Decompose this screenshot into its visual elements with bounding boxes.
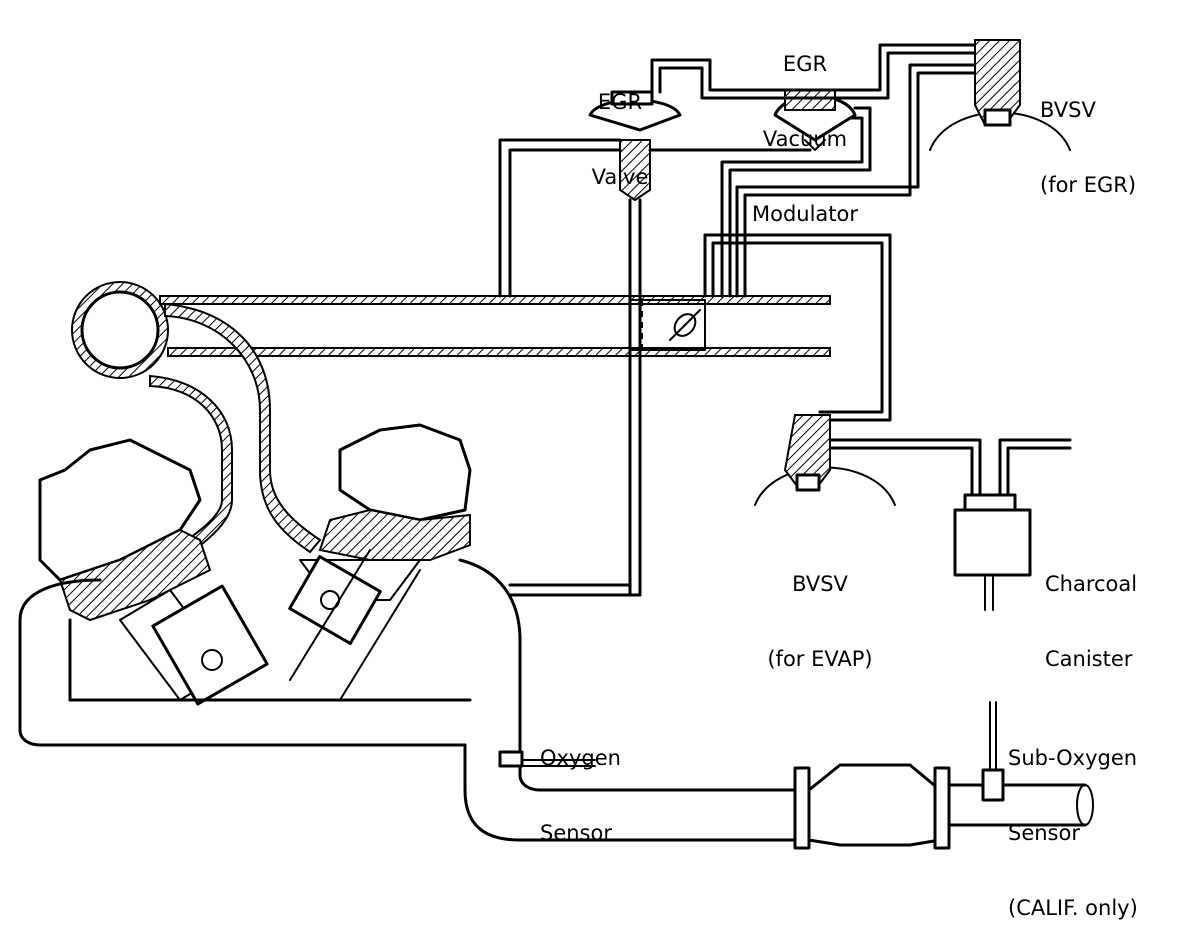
bvsv-egr-drawing: [929, 39, 1071, 151]
label-charcoal-canister-line2: Canister: [1045, 647, 1133, 671]
label-egr-valve: EGR Valve: [575, 40, 665, 215]
label-egr-vacuum-modulator-line2: Vacuum: [762, 127, 848, 151]
vacuum-hoses: [498, 43, 1072, 497]
label-oxygen-sensor-line2: Sensor: [540, 821, 612, 845]
oxygen-sensor-drawing: [498, 750, 596, 768]
label-oxygen-sensor: Oxygen Sensor: [540, 696, 621, 871]
label-bvsv-egr-line1: BVSV: [1040, 98, 1096, 122]
emission-system-diagram: EGR Valve EGR Vacuum Modulator BVSV (for…: [18, 2, 1138, 920]
label-charcoal-canister: Charcoal Canister: [1045, 522, 1137, 697]
intake-plenum: [71, 281, 831, 379]
bvsv-evap-drawing: [754, 414, 896, 506]
label-bvsv-egr-line2: (for EGR): [1040, 173, 1137, 197]
label-charcoal-canister-line1: Charcoal: [1045, 572, 1138, 596]
label-bvsv-evap-line1: BVSV: [792, 572, 848, 596]
charcoal-canister-drawing: [953, 493, 1032, 611]
label-bvsv-evap-line2: (for EVAP): [767, 647, 873, 671]
sub-oxygen-sensor-drawing: [981, 701, 1005, 802]
label-sub-oxygen-sensor-line3: (CALIF. only): [1008, 896, 1138, 920]
label-egr-valve-line2: Valve: [591, 165, 649, 189]
label-egr-valve-line1: EGR: [597, 90, 643, 114]
label-sub-oxygen-sensor-line1: Sub-Oxygen: [1008, 746, 1138, 770]
label-bvsv-egr: BVSV (for EGR): [1040, 48, 1136, 223]
label-sub-oxygen-sensor: Sub-Oxygen Sensor (CALIF. only): [1008, 696, 1138, 946]
egr-vacuum-modulator-drawing: [773, 89, 857, 151]
label-sub-oxygen-sensor-line2: Sensor: [1008, 821, 1080, 845]
exhaust-pipe: [463, 728, 1094, 850]
diagram-drawing: [18, 39, 1094, 850]
label-bvsv-evap: BVSV (for EVAP): [745, 522, 895, 697]
label-egr-vacuum-modulator-line1: EGR: [782, 52, 828, 76]
label-oxygen-sensor-line1: Oxygen: [540, 746, 621, 770]
label-egr-vacuum-modulator: EGR Vacuum Modulator: [735, 2, 875, 252]
egr-valve-drawing: [508, 90, 682, 597]
label-egr-vacuum-modulator-line3: Modulator: [751, 202, 859, 226]
engine-block: [18, 423, 522, 747]
